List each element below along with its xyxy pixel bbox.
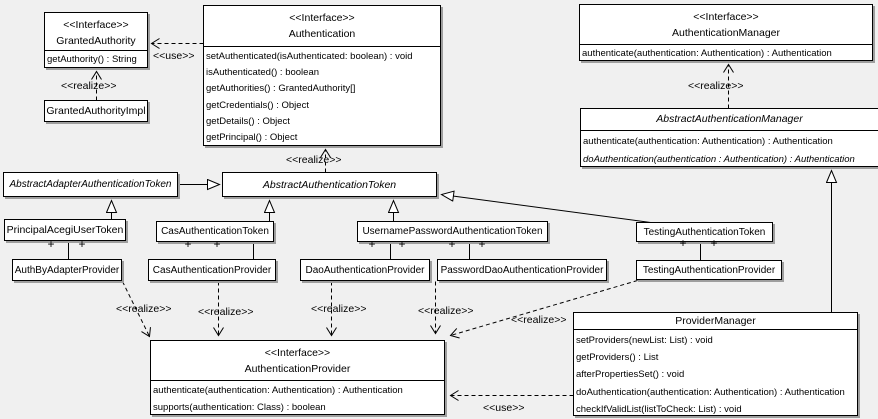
class-name: PrincipalAcegiUserToken	[6, 224, 124, 236]
method: getPrincipal() : Object	[206, 132, 298, 144]
class-name: AuthenticationProvider	[244, 363, 351, 375]
realize-label: <<realize>>	[418, 305, 474, 317]
method: getCredentials() : Object	[206, 99, 309, 111]
class-name: AbstractAuthenticationManager	[656, 113, 803, 125]
realize-label: <<realize>>	[116, 303, 172, 315]
method: getDetails() : Object	[206, 115, 290, 127]
realize-label: <<realize>>	[311, 303, 367, 315]
method: afterPropertiesSet() : void	[576, 369, 685, 381]
class-name: GrantedAuthority	[56, 35, 136, 47]
class-name: GrantedAuthorityImpl	[46, 105, 146, 117]
realize-label: <<realize>>	[511, 314, 567, 326]
stereotype: <<Interface>>	[63, 19, 129, 31]
method: getProviders() : List	[576, 352, 659, 364]
class-name: AbstractAuthenticationToken	[262, 178, 397, 191]
realize-label: <<realize>>	[286, 154, 342, 166]
method: supports(authentication: Class) : boolea…	[153, 401, 326, 413]
method: checkIfValidList(listToCheck: List) : vo…	[576, 403, 742, 415]
multiplicity-plus: +	[398, 237, 406, 251]
class-name: UsernamePasswordAuthenticationToken	[362, 226, 543, 237]
class-name: AuthenticationManager	[672, 27, 780, 39]
class-granted-authority-impl[interactable]: GrantedAuthorityImpl	[44, 100, 148, 122]
stereotype: <<Interface>>	[693, 11, 759, 23]
use-label: <<use>>	[153, 50, 195, 62]
multiplicity-plus: +	[448, 237, 456, 251]
class-abstract-authentication-manager[interactable]: AbstractAuthenticationManager authentica…	[580, 108, 878, 167]
multiplicity-plus: +	[679, 236, 687, 250]
stereotype: <<Interface>>	[264, 347, 331, 359]
method: setAuthenticated(isAuthenticated: boolea…	[206, 51, 413, 62]
multiplicity-plus: +	[368, 237, 376, 251]
multiplicity-plus: +	[213, 237, 221, 251]
method: doAuthentication(authentication: Authent…	[576, 386, 845, 398]
method: authenticate(authentication: Authenticat…	[582, 48, 832, 59]
multiplicity-plus: +	[47, 237, 55, 251]
realize-label: <<realize>>	[198, 306, 254, 318]
method: setProviders(newList: List) : void	[576, 335, 713, 346]
multiplicity-plus: +	[184, 237, 192, 251]
class-testing-authentication-provider[interactable]: TestingAuthenticationProvider	[636, 260, 782, 280]
class-provider-manager[interactable]: ProviderManager setProviders(newList: Li…	[573, 312, 858, 416]
method: getAuthority() : String	[47, 54, 137, 65]
class-name: CasAuthenticationProvider	[152, 264, 272, 276]
class-authentication[interactable]: <<Interface>> Authentication setAuthenti…	[203, 5, 441, 146]
class-password-dao-authentication-provider[interactable]: PasswordDaoAuthenticationProvider	[437, 259, 607, 281]
method: getAuthorities() : GrantedAuthority[]	[206, 83, 356, 95]
multiplicity-plus: +	[478, 237, 486, 251]
stereotype: <<Interface>>	[289, 12, 355, 24]
class-abstract-authentication-token[interactable]: AbstractAuthenticationToken	[222, 172, 437, 197]
class-abstract-adapter-authentication-token[interactable]: AbstractAdapterAuthenticationToken	[3, 172, 178, 197]
class-name: Authentication	[288, 28, 356, 40]
class-cas-authentication-provider[interactable]: CasAuthenticationProvider	[148, 259, 276, 281]
class-testing-authentication-token[interactable]: TestingAuthenticationToken	[636, 222, 773, 242]
class-auth-by-adapter-provider[interactable]: AuthByAdapterProvider	[12, 259, 122, 281]
multiplicity-plus: +	[78, 237, 86, 251]
generalization-testingtoken	[442, 195, 651, 223]
method: isAuthenticated() : boolean	[206, 67, 320, 79]
realize-authbyadapterprovider	[122, 281, 151, 338]
class-dao-authentication-provider[interactable]: DaoAuthenticationProvider	[300, 259, 430, 281]
class-granted-authority[interactable]: <<Interface>> GrantedAuthority getAuthor…	[44, 12, 148, 68]
multiplicity-plus: +	[710, 236, 718, 250]
class-cas-authentication-token[interactable]: CasAuthenticationToken	[156, 221, 274, 242]
class-authentication-manager[interactable]: <<Interface>> AuthenticationManager auth…	[579, 4, 873, 61]
class-principal-acegi-user-token[interactable]: PrincipalAcegiUserToken	[4, 219, 126, 241]
realize-label: <<realize>>	[61, 80, 117, 92]
method: authenticate(authentication: Authenticat…	[153, 385, 403, 396]
method: authenticate(authentication: Authenticat…	[583, 136, 833, 147]
use-label: <<use>>	[483, 402, 525, 414]
class-name: ProviderManager	[675, 315, 756, 327]
realize-testingauthenticationprovider	[449, 280, 638, 339]
class-name: AbstractAdapterAuthenticationToken	[9, 179, 172, 190]
class-authentication-provider[interactable]: <<Interface>> AuthenticationProvider aut…	[150, 340, 445, 415]
class-name: TestingAuthenticationToken	[643, 226, 766, 238]
method: doAuthentication(authentication : Authen…	[583, 153, 855, 165]
class-username-password-authentication-token[interactable]: UsernamePasswordAuthenticationToken	[357, 221, 548, 242]
class-name: PasswordDaoAuthenticationProvider	[440, 264, 604, 276]
class-name: TestingAuthenticationProvider	[642, 264, 776, 276]
class-name: DaoAuthenticationProvider	[305, 264, 425, 276]
realize-label: <<realize>>	[688, 80, 744, 92]
class-name: AuthByAdapterProvider	[14, 264, 120, 276]
class-name: CasAuthenticationToken	[161, 226, 269, 237]
